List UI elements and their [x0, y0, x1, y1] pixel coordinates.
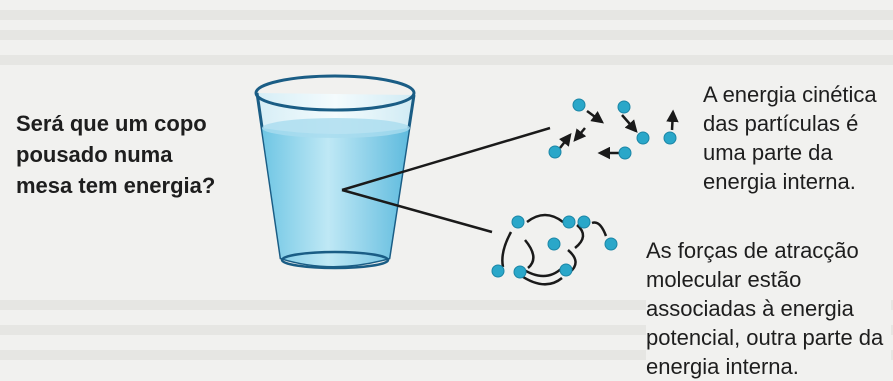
moving-particles-icon [549, 99, 676, 159]
molecular-forces-caption: As forças de atracção molecular estão as… [646, 236, 891, 381]
bonded-particles-icon [492, 215, 617, 284]
glass-of-water-icon [256, 76, 414, 268]
question-text: Será que um copo pousado numa mesa tem e… [16, 108, 226, 201]
kinetic-energy-caption: A energia cinética das partículas é uma … [703, 80, 893, 196]
